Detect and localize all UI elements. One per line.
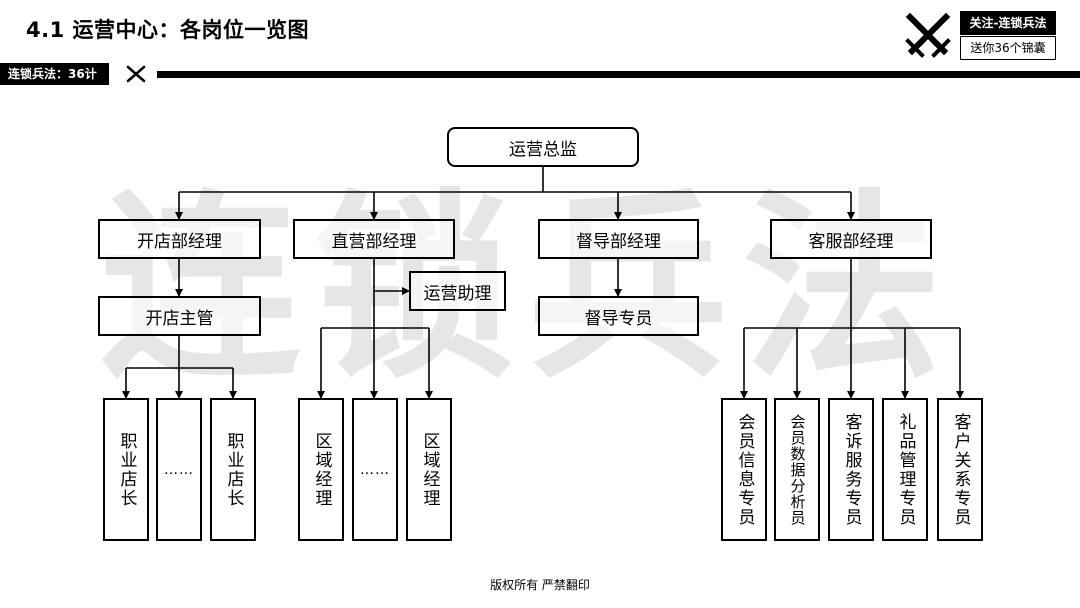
org-node-direct-manager: 直营部经理 xyxy=(293,219,455,259)
org-leaf-label: 礼品管理专员 xyxy=(895,412,916,527)
org-node-label: 运营助理 xyxy=(423,283,492,304)
org-node-label: 督导部经理 xyxy=(576,231,661,252)
org-leaf-region-manager-1: 区域经理 xyxy=(298,398,344,541)
org-node-label: 开店主管 xyxy=(145,308,214,329)
org-node-ops-assistant: 运营助理 xyxy=(409,271,506,311)
org-leaf-ellipsis: …… xyxy=(156,398,202,541)
brand-badge: 关注-连锁兵法 送你36个锦囊 xyxy=(904,11,1056,61)
org-node-service-manager: 客服部经理 xyxy=(770,219,932,259)
crossed-swords-logo-icon xyxy=(905,12,951,58)
org-leaf-label: 客户关系专员 xyxy=(950,412,971,527)
org-node-label: 运营总监 xyxy=(509,139,577,160)
org-node-supervision-staff: 督导专员 xyxy=(538,296,699,336)
org-leaf-store-manager-2: 职业店长 xyxy=(210,398,256,541)
org-leaf-member-data: 会员数据分析员 xyxy=(774,398,820,541)
series-label: 连锁兵法：36计 xyxy=(0,63,109,85)
org-leaf-label: 客诉服务专员 xyxy=(841,412,862,527)
org-leaf-label: 区域经理 xyxy=(311,431,332,508)
org-leaf-customer-relations: 客户关系专员 xyxy=(937,398,983,541)
org-node-open-supervisor: 开店主管 xyxy=(98,296,261,336)
org-node-label: 客服部经理 xyxy=(808,231,894,252)
org-leaf-member-info: 会员信息专员 xyxy=(721,398,767,541)
org-leaf-region-manager-2: 区域经理 xyxy=(406,398,452,541)
org-node-open-manager: 开店部经理 xyxy=(98,219,261,259)
org-node-label: 督导专员 xyxy=(584,308,653,329)
gift-badge: 送你36个锦囊 xyxy=(960,36,1056,60)
org-node-supervision-manager: 督导部经理 xyxy=(538,219,699,259)
org-leaf-label: 会员数据分析员 xyxy=(788,413,807,526)
org-leaf-label: …… xyxy=(360,461,390,478)
org-node-label: 直营部经理 xyxy=(331,231,417,252)
org-leaf-label: …… xyxy=(164,461,194,478)
org-leaf-store-manager-1: 职业店长 xyxy=(103,398,149,541)
follow-badge: 关注-连锁兵法 xyxy=(960,11,1056,35)
header-bar: 连锁兵法：36计 xyxy=(0,63,1080,85)
org-leaf-label: 区域经理 xyxy=(419,431,440,508)
header-rule xyxy=(157,71,1080,78)
org-leaf-complaints: 客诉服务专员 xyxy=(828,398,874,541)
page-title: 4.1 运营中心：各岗位一览图 xyxy=(26,18,310,42)
crossed-swords-icon xyxy=(126,65,146,83)
org-leaf-ellipsis: …… xyxy=(352,398,398,541)
org-leaf-label: 职业店长 xyxy=(116,431,137,508)
copyright-footer: 版权所有 严禁翻印 xyxy=(490,578,590,592)
org-node-label: 开店部经理 xyxy=(137,231,222,252)
org-leaf-label: 职业店长 xyxy=(223,431,244,508)
org-leaf-label: 会员信息专员 xyxy=(734,412,755,527)
org-node-root: 运营总监 xyxy=(447,127,639,167)
org-leaf-gifts: 礼品管理专员 xyxy=(882,398,928,541)
